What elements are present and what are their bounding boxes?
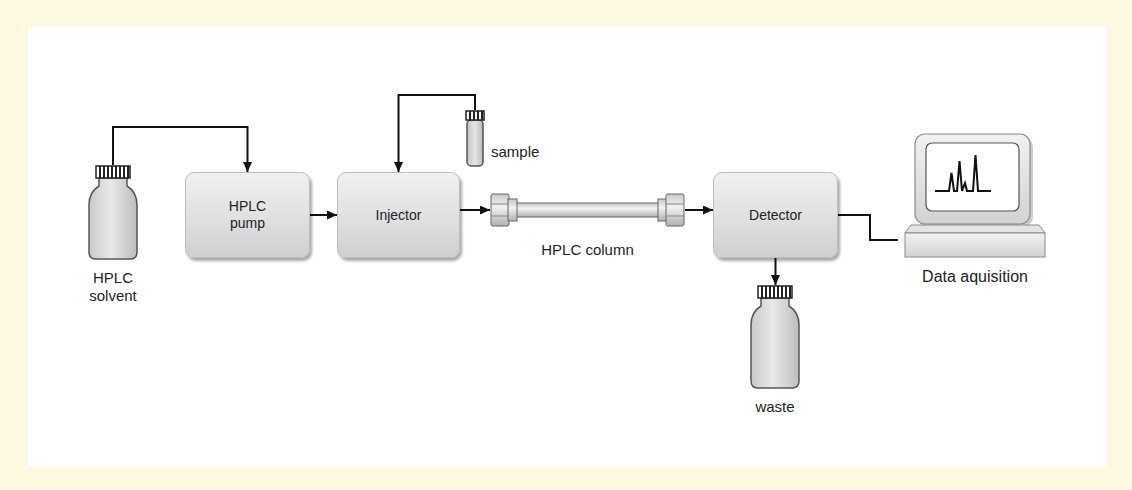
illustration-part	[935, 155, 991, 191]
illustration-part	[769, 286, 771, 298]
equipment-illustration	[85, 165, 141, 261]
equipment-label: Data aquisition	[922, 267, 1028, 286]
equipment-label: HPLC column	[541, 241, 634, 259]
illustration-part	[491, 216, 509, 217]
illustration-part	[773, 286, 775, 298]
process-box: HPLC pump	[185, 172, 310, 258]
illustration-part	[516, 203, 659, 217]
equipment-illustration	[490, 192, 685, 228]
illustration-part	[103, 166, 105, 178]
box-label: HPLC pump	[221, 198, 275, 232]
equipment-illustration	[747, 285, 803, 390]
equipment-illustration	[903, 133, 1047, 259]
illustration-part	[466, 111, 484, 120]
illustration-part	[96, 166, 130, 178]
process-box: Injector	[337, 172, 460, 258]
illustration-part	[491, 194, 509, 226]
illustration-part	[111, 166, 113, 178]
illustration-part	[666, 194, 684, 226]
flow-connector	[113, 127, 248, 172]
equipment-figure: HPLC solvent	[78, 165, 148, 305]
flow-connector	[838, 215, 898, 240]
illustration-part	[751, 298, 799, 388]
illustration-part	[905, 233, 1045, 257]
illustration-part	[119, 166, 121, 178]
illustration-part	[127, 166, 129, 178]
illustration-part	[761, 286, 763, 298]
illustration-part	[89, 178, 137, 259]
illustration-part	[123, 166, 125, 178]
equipment-figure: waste	[744, 285, 806, 416]
illustration-part	[477, 111, 479, 120]
equipment-illustration	[464, 110, 486, 168]
flow-connector	[685, 209, 713, 211]
equipment-label: HPLC solvent	[82, 269, 144, 305]
equipment-figure: HPLC column	[490, 192, 685, 259]
equipment-label: sample	[491, 143, 539, 161]
illustration-part	[781, 286, 783, 298]
process-box: Detector	[713, 172, 838, 258]
box-label: Injector	[376, 207, 422, 224]
illustration-part	[758, 286, 792, 298]
illustration-part	[915, 134, 1030, 224]
illustration-part	[469, 111, 471, 120]
illustration-part	[467, 120, 483, 166]
illustration-part	[473, 111, 475, 120]
illustration-part	[765, 286, 767, 298]
illustration-part	[777, 286, 779, 298]
box-label: Detector	[749, 207, 802, 224]
flow-connector	[775, 258, 777, 285]
illustration-part	[785, 286, 787, 298]
sample-vial: sample	[464, 110, 539, 168]
illustration-part	[666, 204, 684, 205]
flow-connector	[310, 214, 337, 216]
illustration-part	[107, 166, 109, 178]
illustration-part	[491, 204, 509, 205]
illustration-part	[926, 143, 1019, 211]
equipment-figure: Data aquisition	[898, 133, 1052, 286]
illustration-part	[508, 199, 517, 221]
flow-connector	[399, 95, 476, 172]
illustration-part	[789, 286, 791, 298]
illustration-part	[115, 166, 117, 178]
illustration-part	[99, 166, 101, 178]
illustration-part	[481, 111, 483, 120]
illustration-part	[666, 216, 684, 217]
illustration-part	[905, 225, 1045, 233]
flow-connector	[460, 209, 490, 211]
equipment-label: waste	[755, 398, 794, 416]
